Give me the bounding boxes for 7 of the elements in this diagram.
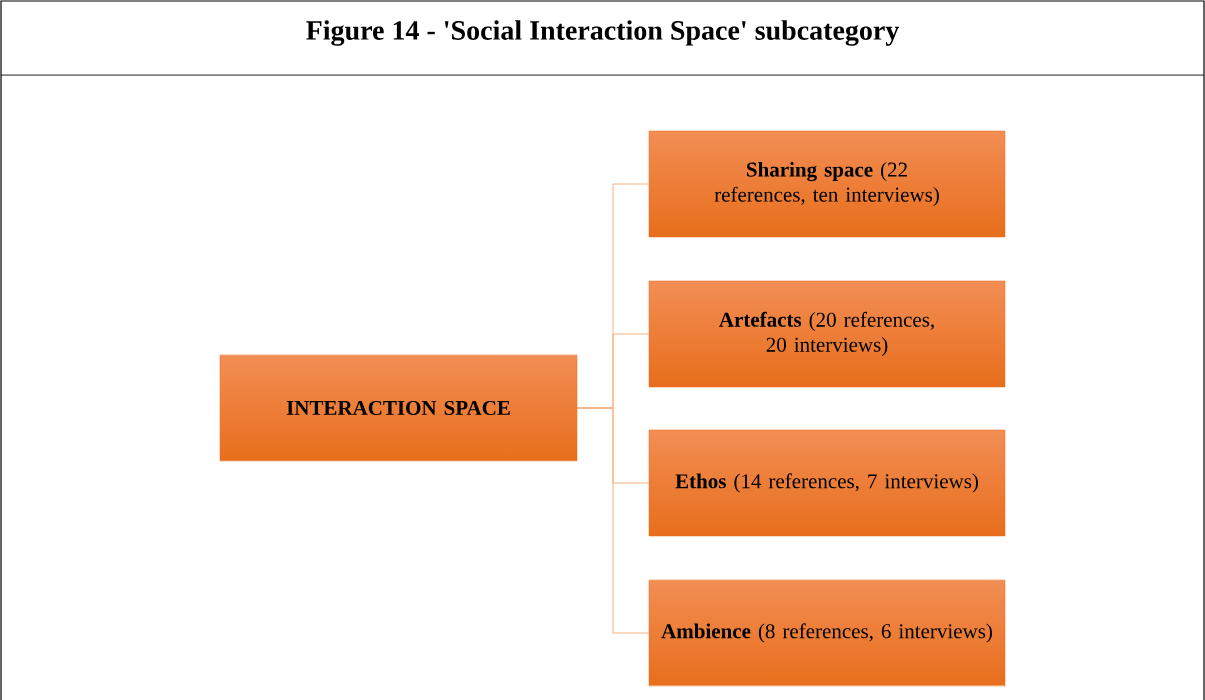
figure-title: Figure 14 - 'Social Interaction Space' subcategory — [306, 20, 900, 46]
subcategory-box: Artefacts (20 references, 20 interviews) — [648, 280, 1006, 388]
category-box: INTERACTION SPACE — [219, 354, 578, 462]
subcategory-box: Ambience (8 references, 6 interviews) — [648, 579, 1006, 687]
connector-line — [576, 407, 650, 634]
subcategory-box: Sharing space (22 references, ten interviews) — [648, 130, 1006, 238]
subcategory-box: Ethos (14 references, 7 interviews) — [648, 429, 1006, 537]
